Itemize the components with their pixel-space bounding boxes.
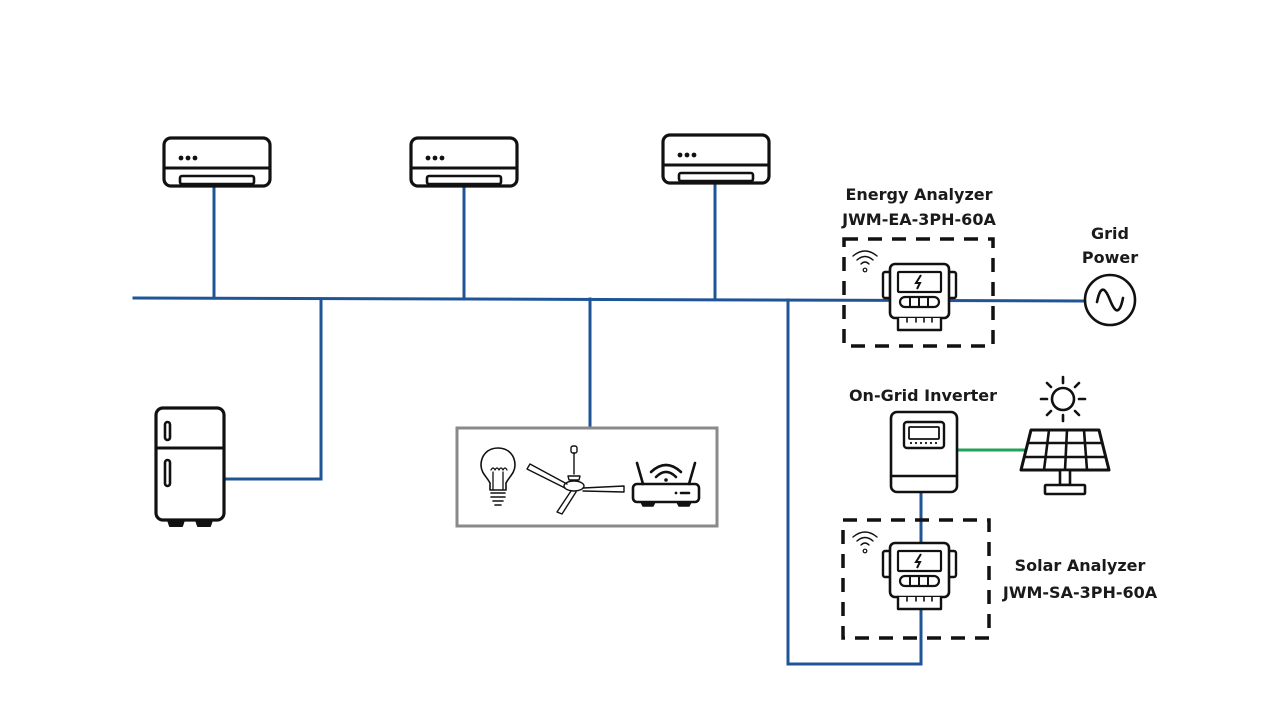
energy-meter-icon <box>881 541 958 611</box>
air-conditioner-icon <box>661 133 771 185</box>
wifi-icon <box>852 531 878 554</box>
air-conditioner-3 <box>661 133 771 185</box>
fridge-wire <box>224 297 323 481</box>
energy-analyzer-boundary <box>842 237 995 348</box>
energy-analyzer: Energy Analyzer JWM-EA-3PH-60A <box>841 185 996 348</box>
grid-power-label-line2: Power <box>1082 248 1138 267</box>
air-conditioner-icon <box>162 136 272 188</box>
inverter-label: On-Grid Inverter <box>849 386 997 405</box>
air-conditioner-1 <box>162 136 272 188</box>
solar-analyzer: Solar Analyzer JWM-SA-3PH-60A <box>841 518 1158 640</box>
grid-power-label-line1: Grid <box>1091 224 1129 243</box>
solar-analyzer-boundary <box>841 518 991 640</box>
energy-analyzer-model: JWM-EA-3PH-60A <box>841 210 996 229</box>
light-bulb-icon <box>480 447 516 506</box>
router-icon <box>631 461 701 507</box>
solar-analyzer-model: JWM-SA-3PH-60A <box>1002 583 1158 602</box>
air-conditioner-icon <box>409 136 519 188</box>
energy-meter-icon <box>881 262 958 332</box>
solar-analyzer-label: Solar Analyzer <box>1015 556 1146 575</box>
solar-panel <box>1019 375 1111 496</box>
inverter-icon <box>889 410 959 494</box>
refrigerator-icon <box>154 406 226 527</box>
ac-source-icon <box>1083 273 1137 327</box>
ceiling-fan-icon <box>526 445 625 515</box>
energy-analyzer-label: Energy Analyzer <box>845 185 992 204</box>
refrigerator <box>154 406 226 527</box>
grid-power: Grid Power <box>1082 224 1138 327</box>
wifi-icon <box>852 250 878 273</box>
solar-panel-icon <box>1019 428 1111 496</box>
air-conditioner-2 <box>409 136 519 188</box>
small-loads-group <box>455 426 719 528</box>
on-grid-inverter: On-Grid Inverter <box>849 386 997 494</box>
small-loads-box <box>455 426 719 528</box>
sun-icon <box>1039 375 1087 423</box>
